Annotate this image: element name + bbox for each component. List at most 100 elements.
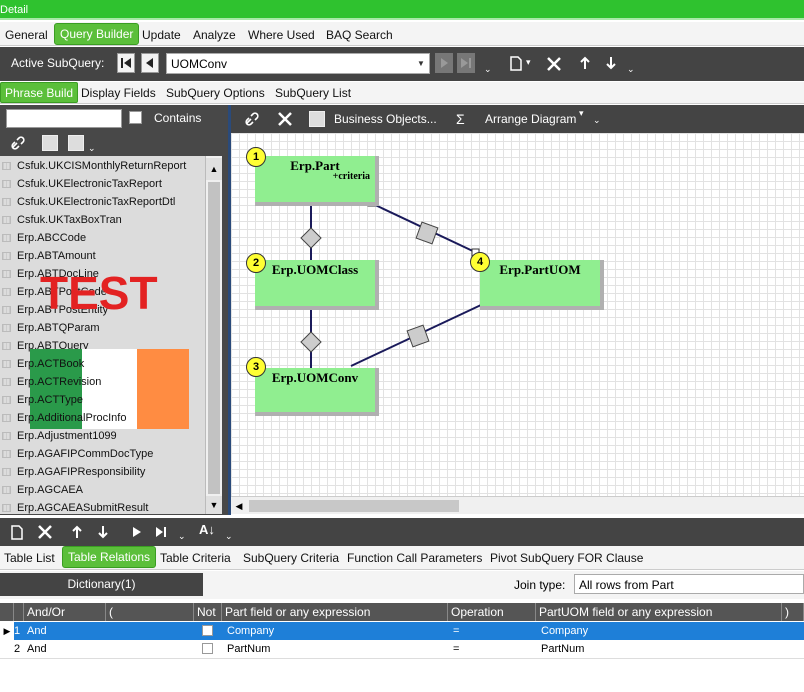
diagram-table-partuom[interactable]: Erp.PartUOM bbox=[480, 260, 604, 310]
move-up-icon[interactable] bbox=[578, 56, 592, 70]
tab-phrase-build[interactable]: Phrase Build bbox=[0, 82, 79, 103]
tab-baq-search[interactable]: BAQ Search bbox=[326, 28, 393, 42]
move-down-icon[interactable] bbox=[96, 525, 110, 539]
scroll-up-icon[interactable]: ▲ bbox=[206, 158, 222, 180]
tab-subquery-criteria[interactable]: SubQuery Criteria bbox=[243, 551, 340, 565]
new-subquery-icon[interactable] bbox=[507, 54, 523, 72]
tab-display-fields[interactable]: Display Fields bbox=[81, 86, 156, 100]
table-search-input[interactable] bbox=[6, 109, 122, 128]
list-item[interactable]: Erp.ABTPostCode bbox=[0, 283, 205, 301]
tab-where-used[interactable]: Where Used bbox=[248, 28, 315, 42]
contains-checkbox[interactable] bbox=[129, 111, 142, 124]
hscroll-thumb[interactable] bbox=[249, 500, 459, 512]
sigma-button[interactable]: Σ bbox=[456, 111, 465, 127]
not-checkbox[interactable] bbox=[202, 643, 213, 654]
tab-table-list[interactable]: Table List bbox=[4, 551, 55, 565]
list-item[interactable]: Erp.ABTQParam bbox=[0, 319, 205, 337]
dictionary-button[interactable]: Dictionary(1) bbox=[0, 573, 203, 596]
list-item[interactable]: Erp.ABTDocLine bbox=[0, 265, 205, 283]
join-diamond-icon[interactable] bbox=[300, 227, 322, 249]
toggle-view-icon[interactable] bbox=[42, 135, 58, 151]
diagram-table-part[interactable]: Erp.Part +criteria bbox=[255, 156, 379, 206]
next-record-button[interactable] bbox=[435, 53, 453, 73]
join-diamond-icon[interactable] bbox=[411, 217, 443, 249]
col-andor-header[interactable]: And/Or bbox=[24, 603, 106, 621]
business-objects-button[interactable]: Business Objects... bbox=[334, 112, 437, 126]
list-item[interactable]: Erp.AdditionalProcInfo bbox=[0, 409, 205, 427]
left-field-cell[interactable]: PartNum bbox=[227, 643, 271, 655]
col-not-header[interactable]: Not bbox=[194, 603, 222, 621]
tab-pivot-subquery[interactable]: Pivot SubQuery FOR Clause bbox=[490, 551, 644, 565]
andor-cell[interactable]: And bbox=[27, 643, 47, 655]
link-icon[interactable] bbox=[9, 134, 29, 152]
list-item[interactable]: Erp.ACTType bbox=[0, 391, 205, 409]
list-item[interactable]: Csfuk.UKElectronicTaxReportDtl bbox=[0, 193, 205, 211]
not-checkbox[interactable] bbox=[202, 625, 213, 636]
col-close-paren-header[interactable]: ) bbox=[782, 603, 804, 621]
delete-relation-icon[interactable] bbox=[36, 523, 54, 541]
new-menu-chevron-icon[interactable]: ▾ bbox=[526, 57, 531, 67]
overflow-chevron-icon[interactable]: ⌄ bbox=[484, 64, 492, 74]
scroll-down-icon[interactable]: ▼ bbox=[206, 496, 222, 514]
move-up-icon[interactable] bbox=[70, 525, 84, 539]
scroll-left-icon[interactable]: ◀ bbox=[235, 501, 243, 511]
diagram-hscrollbar[interactable]: ◀ bbox=[231, 496, 804, 514]
diagram-table-uomclass[interactable]: Erp.UOMClass bbox=[255, 260, 379, 310]
tab-analyze[interactable]: Analyze bbox=[193, 28, 236, 42]
list-item[interactable]: Csfuk.UKCISMonthlyReturnReport bbox=[0, 157, 205, 175]
filter-icon[interactable] bbox=[68, 135, 84, 151]
col-open-paren-header[interactable]: ( bbox=[106, 603, 194, 621]
operation-cell[interactable]: = bbox=[453, 625, 460, 637]
tab-subquery-options[interactable]: SubQuery Options bbox=[166, 86, 265, 100]
tab-update[interactable]: Update bbox=[142, 28, 181, 42]
delete-subquery-icon[interactable] bbox=[545, 55, 563, 73]
list-item[interactable]: Erp.AGCAEA bbox=[0, 481, 205, 499]
list-item[interactable]: Erp.ABTPostEntity bbox=[0, 301, 205, 319]
tab-general[interactable]: General bbox=[5, 28, 48, 42]
list-item[interactable]: Erp.AGAFIPCommDocType bbox=[0, 445, 205, 463]
combo-dropdown-icon[interactable]: ▼ bbox=[417, 59, 425, 68]
right-field-cell[interactable]: PartNum bbox=[541, 643, 585, 655]
link-tables-icon[interactable] bbox=[243, 110, 263, 128]
arrange-diagram-button[interactable]: Arrange Diagram bbox=[485, 112, 577, 126]
sort-icon[interactable]: A↓ bbox=[199, 522, 215, 537]
list-item[interactable]: Erp.ABCCode bbox=[0, 229, 205, 247]
left-field-cell[interactable]: Company bbox=[227, 625, 275, 637]
list-item[interactable]: Erp.Adjustment1099 bbox=[0, 427, 205, 445]
tab-subquery-list[interactable]: SubQuery List bbox=[275, 86, 352, 100]
andor-cell[interactable]: And bbox=[27, 625, 47, 637]
arrange-dropdown-icon[interactable]: ▾ bbox=[579, 108, 584, 118]
join-diamond-icon[interactable] bbox=[300, 331, 322, 353]
tab-table-relations[interactable]: Table Relations bbox=[62, 546, 157, 568]
open-paren-cell[interactable] bbox=[106, 622, 194, 640]
more-chevron-icon[interactable]: ⌄ bbox=[627, 64, 635, 74]
new-relation-icon[interactable] bbox=[8, 523, 24, 541]
tab-function-call-parameters[interactable]: Function Call Parameters bbox=[347, 551, 483, 565]
panel-splitter[interactable] bbox=[228, 105, 231, 515]
remove-table-icon[interactable] bbox=[276, 110, 294, 128]
first-record-button[interactable] bbox=[117, 53, 135, 73]
sort-chevron-icon[interactable]: ⌄ bbox=[225, 531, 233, 541]
active-subquery-combo[interactable]: UOMConv ▼ bbox=[166, 53, 430, 74]
col-left-field-header[interactable]: Part field or any expression bbox=[222, 603, 448, 621]
select-icon[interactable] bbox=[309, 111, 325, 127]
previous-record-button[interactable] bbox=[141, 53, 159, 73]
last-record-button[interactable] bbox=[457, 53, 475, 73]
join-type-select[interactable]: All rows from Part bbox=[574, 574, 804, 594]
last-icon[interactable] bbox=[154, 525, 168, 539]
tab-query-builder[interactable]: Query Builder bbox=[54, 23, 140, 45]
diagram-table-uomconv[interactable]: Erp.UOMConv bbox=[255, 368, 379, 416]
list-item[interactable]: Erp.ACTBook bbox=[0, 355, 205, 373]
toolbar-overflow-icon[interactable]: ⌄ bbox=[593, 115, 601, 125]
query-diagram-canvas[interactable]: Erp.Part +criteria Erp.UOMClass Erp.UOMC… bbox=[231, 133, 804, 496]
list-item[interactable]: Erp.ABTAmount bbox=[0, 247, 205, 265]
list-item[interactable]: Csfuk.UKElectronicTaxReport bbox=[0, 175, 205, 193]
join-diamond-icon[interactable] bbox=[402, 320, 434, 352]
list-item[interactable]: Erp.ACTRevision bbox=[0, 373, 205, 391]
tab-table-criteria[interactable]: Table Criteria bbox=[160, 551, 231, 565]
scroll-thumb[interactable] bbox=[208, 182, 220, 494]
right-field-cell[interactable]: Company bbox=[541, 625, 589, 637]
open-paren-cell[interactable] bbox=[106, 640, 194, 658]
col-operation-header[interactable]: Operation bbox=[448, 603, 536, 621]
move-down-icon[interactable] bbox=[604, 56, 618, 70]
